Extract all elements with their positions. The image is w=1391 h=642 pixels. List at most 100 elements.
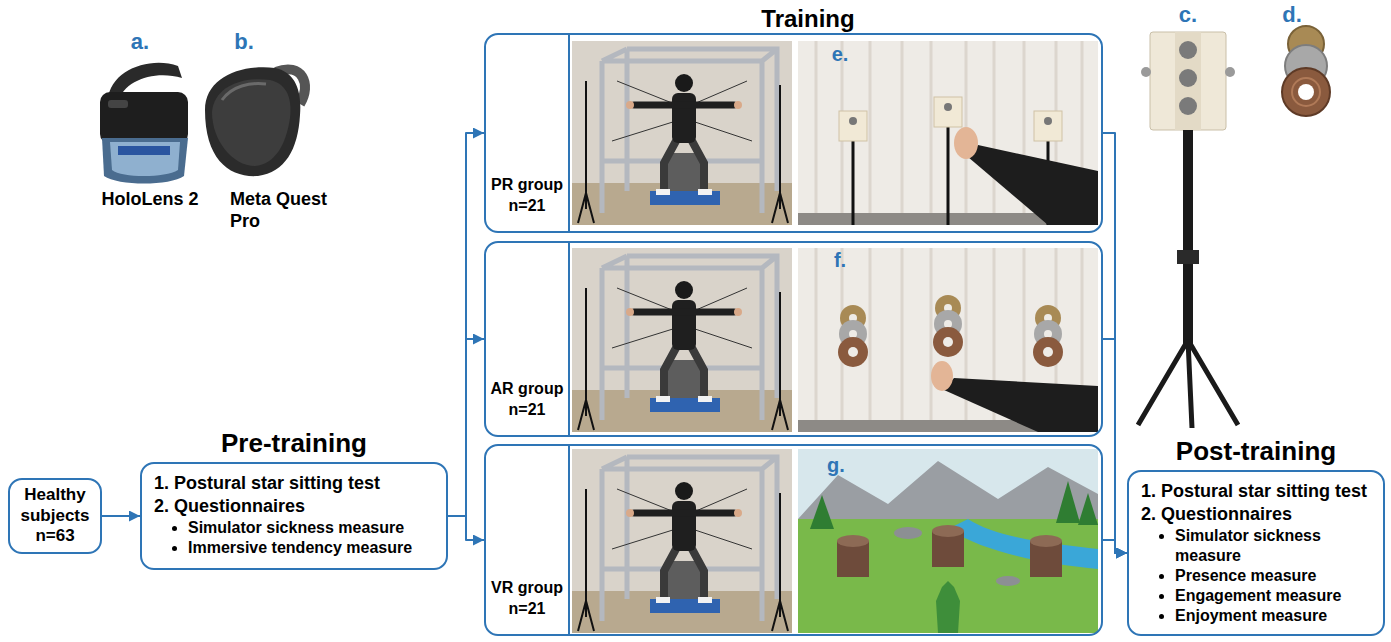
- group-box: VR groupn=21: [484, 444, 1103, 636]
- tripod-holder: [1183, 130, 1193, 345]
- vr-scene: [1030, 535, 1062, 547]
- pr-view-photo: [839, 111, 867, 141]
- hololens-headset: [110, 142, 180, 176]
- flow-arrow: [448, 516, 484, 540]
- ar-view-photo: [798, 248, 1098, 432]
- body-text: 2. Questionnaires: [154, 495, 434, 518]
- ar-view-photo: [1043, 347, 1053, 357]
- group-label: n=21: [509, 598, 546, 620]
- bullet-list: Simulator sickness measureImmersive tend…: [154, 518, 434, 558]
- hololens-headset: [118, 146, 170, 155]
- bullet-item: Simulator sickness measure: [1175, 526, 1371, 566]
- flow-arrow: [1103, 133, 1127, 553]
- ar-view-photo: [1033, 337, 1063, 367]
- body-text: 1. Postural star sitting test: [1141, 480, 1371, 503]
- ar-view-photo: [1044, 330, 1052, 338]
- flow-arrow: [1103, 339, 1127, 553]
- ar-view-photo: [933, 327, 963, 357]
- node-label: Healthy subjects n=63: [16, 485, 94, 546]
- hololens-headset: [102, 138, 188, 184]
- ar-view-photo: [798, 248, 1098, 432]
- flow-arrow: [102, 515, 140, 517]
- meta-quest-headset: [205, 67, 305, 176]
- body-text: 2. Questionnaires: [1141, 503, 1371, 526]
- panel-letter: g.: [827, 453, 845, 477]
- vr-scene: [996, 576, 1020, 586]
- coin-targets: [1298, 84, 1314, 100]
- bullet-item: Presence measure: [1175, 566, 1371, 586]
- device-name: HoloLens 2: [101, 189, 198, 211]
- hololens-headset: [100, 63, 188, 184]
- vr-scene: [948, 519, 1098, 569]
- panel-letter: c.: [1179, 2, 1197, 28]
- stage-title: Training: [761, 5, 854, 34]
- ar-view-photo: [838, 295, 1063, 367]
- coin-targets: [1292, 78, 1320, 106]
- tripod-holder: [1141, 67, 1151, 77]
- pr-view-photo: [968, 145, 1098, 225]
- tripod-holder: [1150, 32, 1226, 130]
- hololens-headset: [108, 100, 128, 108]
- coin-targets: [1282, 26, 1330, 116]
- ar-view-photo: [944, 378, 1098, 432]
- vr-scene: [1078, 493, 1098, 525]
- pr-view-photo: [1044, 117, 1052, 125]
- tripod-holder: [1138, 340, 1238, 428]
- group-label: n=21: [509, 195, 546, 217]
- meta-quest-headset: [205, 67, 300, 176]
- ar-view-photo: [838, 337, 868, 367]
- tripod-holder: [1138, 32, 1238, 428]
- pr-view-photo: [849, 117, 857, 125]
- bullet-item: Immersive tendency measure: [188, 538, 434, 558]
- tripod-holder: [1179, 97, 1197, 115]
- tripod-holder: [1177, 250, 1199, 264]
- group-box: PR groupn=21: [484, 33, 1103, 233]
- vr-scene: [798, 449, 1098, 633]
- bullet-list: Simulator sickness measurePresence measu…: [1141, 526, 1371, 626]
- ar-view-photo: [848, 347, 858, 357]
- lab-photo: [572, 41, 792, 633]
- group-label: PR group: [491, 174, 563, 196]
- body-text: 1. Postural star sitting test: [154, 472, 434, 495]
- pr-view-photo: [798, 41, 1098, 225]
- flow-arrow: [1103, 540, 1127, 553]
- vr-scene: [798, 519, 1098, 633]
- pre-training-box: Pre-training1. Postural star sitting tes…: [140, 462, 448, 570]
- vr-scene: [894, 527, 922, 539]
- vr-scene: [810, 495, 834, 529]
- panel-letter: d.: [1282, 2, 1302, 28]
- hololens-headset: [100, 92, 188, 144]
- post-training-box: Post-training1. Postural star sitting te…: [1127, 470, 1385, 636]
- heading-text: Post-training: [1109, 437, 1391, 467]
- ar-view-photo: [931, 361, 953, 391]
- pr-view-photo: [944, 103, 952, 111]
- lab-photo: [572, 449, 792, 633]
- panel-letter: a.: [131, 29, 149, 55]
- heading-text: Pre-training: [122, 429, 466, 459]
- tripod-holder: [1225, 67, 1235, 77]
- panel-letter: e.: [832, 42, 849, 66]
- ar-view-photo: [943, 337, 953, 347]
- coin-targets: [1282, 68, 1330, 116]
- group-label-column: VR groupn=21: [486, 446, 570, 634]
- vr-scene: [837, 535, 869, 547]
- group-label: AR group: [491, 378, 564, 400]
- tripod-holder: [1175, 32, 1201, 130]
- pr-view-photo: [798, 41, 1098, 225]
- vr-scene: [798, 449, 1098, 633]
- group-label-column: AR groupn=21: [486, 243, 570, 435]
- group-label-column: PR groupn=21: [486, 35, 570, 231]
- meta-quest-headset: [222, 84, 266, 100]
- vr-scene: [1056, 481, 1080, 523]
- tripod-holder: [1179, 69, 1197, 87]
- meta-quest-headset: [212, 79, 290, 166]
- bullet-item: Engagement measure: [1175, 586, 1371, 606]
- ar-view-photo: [849, 330, 857, 338]
- group-label: n=21: [509, 399, 546, 421]
- lab-photo: [572, 248, 792, 432]
- flow-arrow: [448, 133, 484, 516]
- lab-photo: [572, 41, 792, 225]
- vr-scene: [936, 581, 960, 633]
